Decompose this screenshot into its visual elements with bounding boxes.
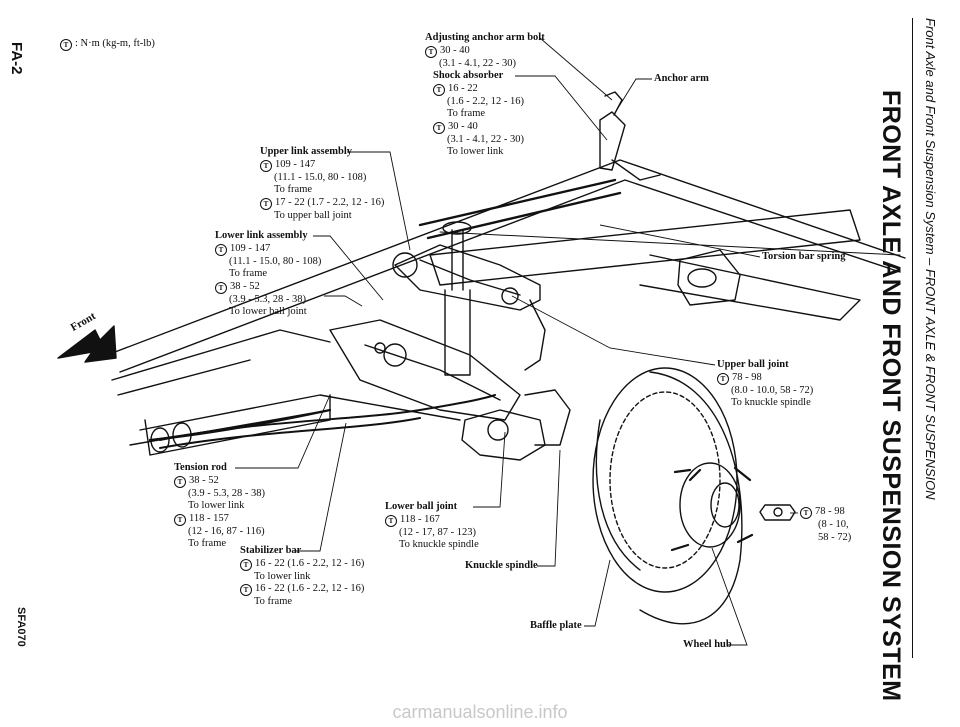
torque-wrench-icon: T — [433, 121, 445, 134]
torque-wrench-icon: T — [800, 507, 812, 519]
torque-wrench-icon: T — [215, 281, 227, 294]
page-code: FA-2 — [8, 42, 25, 75]
torque-wrench-icon: T — [260, 159, 272, 172]
running-title: Front Axle and Front Suspension System –… — [923, 18, 938, 500]
callout-anchor-arm: Anchor arm — [654, 73, 709, 84]
callout-torsion-bar-spring: Torsion bar spring — [762, 251, 846, 262]
torque-wrench-icon: T — [433, 83, 445, 96]
callout-knuckle-spindle: Knuckle spindle — [465, 560, 538, 571]
callout-wheel-hub: Wheel hub — [683, 639, 732, 650]
unit-legend: T: N·m (kg-m, ft-lb) — [60, 38, 155, 51]
front-arrow-icon — [57, 325, 117, 363]
torque-wrench-icon: T — [260, 197, 272, 210]
torque-wrench-icon: T — [240, 584, 252, 596]
torque-wrench-icon: T — [60, 39, 72, 51]
title-rule — [912, 18, 913, 658]
watermark: carmanualsonline.info — [392, 702, 568, 722]
torque-wrench-icon: T — [215, 243, 227, 256]
torque-wrench-icon: T — [425, 45, 437, 58]
callout-baffle-plate: Baffle plate — [530, 620, 582, 631]
torque-wrench-icon: T — [385, 514, 397, 527]
torque-wrench-icon: T — [717, 372, 729, 385]
torque-wrench-icon: T — [174, 475, 186, 488]
main-title: FRONT AXLE AND FRONT SUSPENSION SYSTEM — [877, 90, 905, 702]
torque-wrench-icon: T — [174, 513, 186, 526]
figure-id: SFA070 — [15, 607, 27, 647]
torque-wrench-icon: T — [240, 558, 252, 571]
